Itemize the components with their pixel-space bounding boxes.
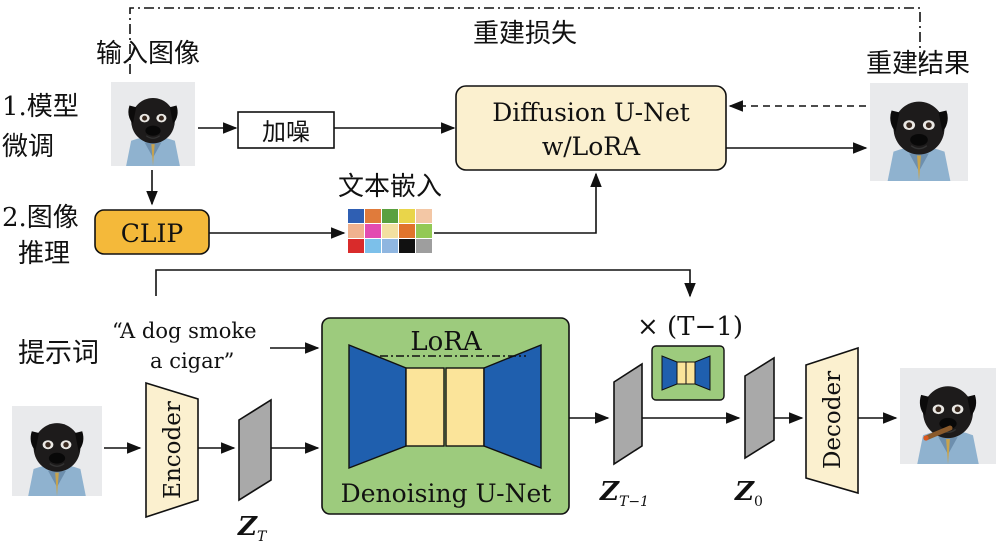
prompt-text-line2: a cigar” [150, 349, 234, 373]
embedding-cell [365, 209, 381, 223]
z0-label: Z0 [734, 477, 763, 510]
add-noise-box [237, 111, 335, 149]
latent-zT1 [613, 362, 643, 466]
input-dog-image [111, 81, 195, 167]
embedding-cell [382, 209, 398, 223]
clip-box [94, 209, 210, 255]
mini-unet-right-blue [694, 355, 711, 391]
step2-label-line1: 2.图像 [2, 203, 79, 233]
decoder-label: Decoder [820, 371, 846, 469]
zT1-sub: T−1 [619, 494, 649, 510]
embedding-cell [365, 224, 381, 238]
latent-z0 [744, 356, 775, 460]
encoder-label: Encoder [160, 401, 186, 499]
repeat-label: × (T−1) [637, 312, 743, 342]
embedding-cell [416, 224, 432, 238]
denoising-unet-label: Denoising U-Net [341, 479, 552, 508]
latent-zT [238, 398, 272, 502]
unet-left-yellow [405, 367, 445, 447]
step2-label-line2: 推理 [18, 239, 70, 269]
embedding-cell [348, 224, 364, 238]
embedding-cell [348, 239, 364, 253]
add-noise-label: 加噪 [262, 118, 310, 146]
bracket-top-line [155, 269, 696, 298]
embedding-cell [365, 239, 381, 253]
recon-dog-image [870, 82, 968, 182]
encoder-shape [145, 381, 199, 519]
prompt-label: 提示词 [18, 338, 99, 369]
unet-right-yellow [445, 367, 485, 447]
zT-sub: T [257, 529, 268, 545]
zT1-label: ZT−1 [599, 477, 649, 510]
step1-label-line1: 1.模型 [2, 92, 79, 122]
input-image-label: 输入图像 [96, 39, 200, 69]
unet-right-blue [483, 343, 542, 470]
embedding-cell [399, 209, 415, 223]
z0-sub: 0 [754, 494, 763, 510]
recon-result-label: 重建结果 [866, 49, 970, 79]
embedding-cell [399, 224, 415, 238]
mini-unet-left-yellow [676, 361, 687, 385]
bottom-input-dog-image [12, 405, 102, 497]
embedding-cell [348, 209, 364, 223]
clip-label: CLIP [121, 219, 183, 248]
cigar [923, 425, 953, 441]
decoder-shape [805, 346, 859, 495]
lora-label: LoRA [410, 327, 482, 357]
cigar-tip [923, 435, 929, 441]
embedding-cell [416, 239, 432, 253]
embedding-cell [382, 224, 398, 238]
embedding-cell [399, 239, 415, 253]
diffusion-unet-box [455, 85, 727, 171]
recon-loss-label: 重建损失 [473, 19, 577, 49]
output-dog-image [900, 367, 996, 465]
arrow-embed-to-unet [434, 172, 602, 234]
recon-loss-loop [129, 7, 921, 76]
mini-unet-left-blue [661, 355, 678, 391]
text-embed-label: 文本嵌入 [338, 172, 442, 202]
diffusion-unet-line2: w/LoRA [542, 132, 641, 161]
text-embedding-grid [348, 209, 432, 253]
mini-unet-right-yellow [685, 361, 696, 385]
prompt-text-line1: “A dog smoke [112, 319, 257, 343]
zT-label: ZT [237, 512, 268, 545]
embedding-cell [416, 209, 432, 223]
step1-label-line2: 微调 [2, 132, 54, 162]
diffusion-unet-line1: Diffusion U-Net [492, 98, 690, 127]
embedding-cell [382, 239, 398, 253]
